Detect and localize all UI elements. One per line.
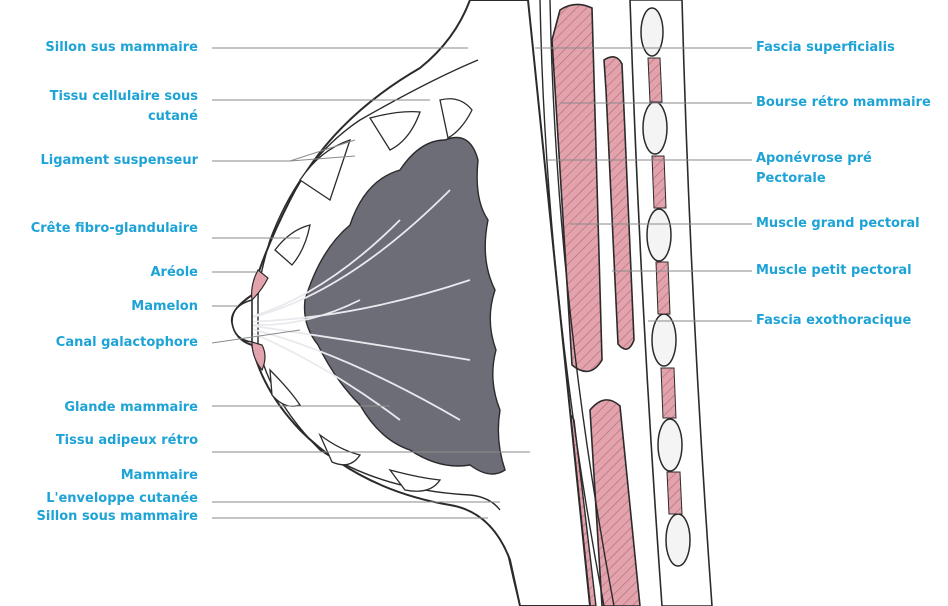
label-muscle-grand-pectoral: Muscle grand pectoral xyxy=(756,215,920,232)
label-enveloppe-cutanee: L'enveloppe cutanée xyxy=(46,490,198,507)
label-text: Mamelon xyxy=(131,299,198,314)
label-text: Tissu adipeux rétro xyxy=(56,433,198,448)
label-fascia-superficialis: Fascia superficialis xyxy=(756,39,895,56)
label-muscle-petit-pectoral: Muscle petit pectoral xyxy=(756,262,912,279)
label-mamelon: Mamelon xyxy=(131,298,198,315)
label-text: Sillon sous mammaire xyxy=(37,509,199,524)
label-text: Sillon sus mammaire xyxy=(45,40,198,55)
lower-pectoral-muscle xyxy=(590,400,640,606)
label-text: Muscle petit pectoral xyxy=(756,263,912,278)
chest-wall xyxy=(630,0,712,606)
label-text: Aréole xyxy=(151,265,199,280)
petit-pectoral-muscle xyxy=(604,57,634,349)
label-text: Glande mammaire xyxy=(64,400,198,415)
label-text: Muscle grand pectoral xyxy=(756,216,920,231)
label-mammaire: Mammaire xyxy=(121,467,198,484)
label-sillon-sous-mammaire: Sillon sous mammaire xyxy=(37,508,199,525)
label-canal-galactophore: Canal galactophore xyxy=(56,334,198,351)
breast xyxy=(232,0,590,606)
label-text: Canal galactophore xyxy=(56,335,198,350)
label-sillon-sus-mammaire: Sillon sus mammaire xyxy=(45,39,198,56)
label-text: Mammaire xyxy=(121,468,198,483)
label-crete-fibro-glandulaire: Crête fibro-glandulaire xyxy=(31,220,198,237)
label-text: L'enveloppe cutanée xyxy=(46,491,198,506)
label-text: Fascia superficialis xyxy=(756,40,895,55)
label-tissu-cellulaire-sous-cutane: Tissu cellulaire sous cutané xyxy=(50,88,198,125)
label-glande-mammaire: Glande mammaire xyxy=(64,399,198,416)
label-text: Fascia exothoracique xyxy=(756,313,911,328)
label-text: Aponévrose pré xyxy=(756,150,872,167)
label-text: Bourse rétro mammaire xyxy=(756,95,931,110)
label-text: Crête fibro-glandulaire xyxy=(31,221,198,236)
label-text: Ligament suspenseur xyxy=(40,153,198,168)
label-bourse-retro-mammaire: Bourse rétro mammaire xyxy=(756,94,931,111)
areola-bottom xyxy=(252,342,265,370)
label-text: Pectorale xyxy=(756,170,872,187)
label-fascia-exothoracique: Fascia exothoracique xyxy=(756,312,911,329)
label-areole: Aréole xyxy=(151,264,199,281)
label-text: cutané xyxy=(50,108,198,125)
label-text: Tissu cellulaire sous xyxy=(50,88,198,105)
label-ligament-suspenseur: Ligament suspenseur xyxy=(40,152,198,169)
label-tissu-adipeux-retro: Tissu adipeux rétro xyxy=(56,432,198,449)
